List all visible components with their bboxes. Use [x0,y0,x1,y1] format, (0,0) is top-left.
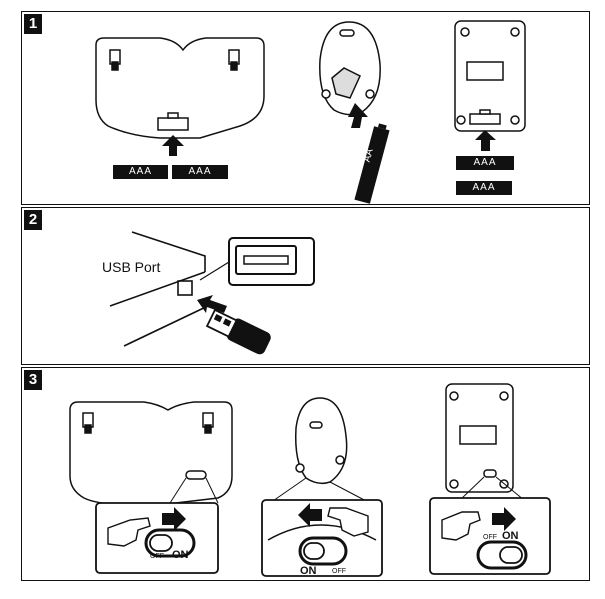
aaa-battery: AAA [456,156,514,170]
step-number: 2 [24,210,42,230]
remote-illustration [454,20,526,132]
aa-battery-icon [354,123,390,204]
aaa-battery: AAA [172,165,228,179]
hand-pointer-icon [327,507,369,537]
switch-off-label: OFF [150,553,164,560]
switch-on-label: ON [172,549,189,561]
usb-insert-arrow-icon [197,295,227,313]
mouse-insert-arrow-icon [348,103,368,128]
keyboard-back-illustration [95,37,265,139]
laptop-side-illustration [109,231,211,347]
usb-receiver-icon [205,308,271,355]
hand-pointer-icon [107,517,151,547]
switch-off-label: OFF [483,534,497,541]
switch-zoom-keyboard [95,477,219,574]
slide-left-arrow-icon [298,503,322,527]
remote-insert-arrow-icon [475,130,496,151]
insert-arrow-icon [162,135,184,156]
aaa-battery: AAA [113,165,168,179]
switch-off-label: OFF [332,568,346,575]
mouse-illustration [294,397,348,485]
step-number: 1 [24,14,42,34]
switch-on-label: ON [502,530,519,542]
mouse-illustration [319,21,381,116]
remote-illustration [445,383,514,493]
hand-pointer-icon [441,511,481,541]
slide-right-arrow-icon [492,507,516,531]
aaa-battery: AAA [456,181,512,195]
step-2-panel: 2 [21,207,590,365]
step-number: 3 [24,370,42,390]
slide-right-arrow-icon [162,507,186,531]
usb-port-zoom [199,237,315,286]
usb-port-label: USB Port [102,259,161,275]
keyboard-back-illustration [69,401,233,507]
switch-on-label: ON [300,565,317,577]
